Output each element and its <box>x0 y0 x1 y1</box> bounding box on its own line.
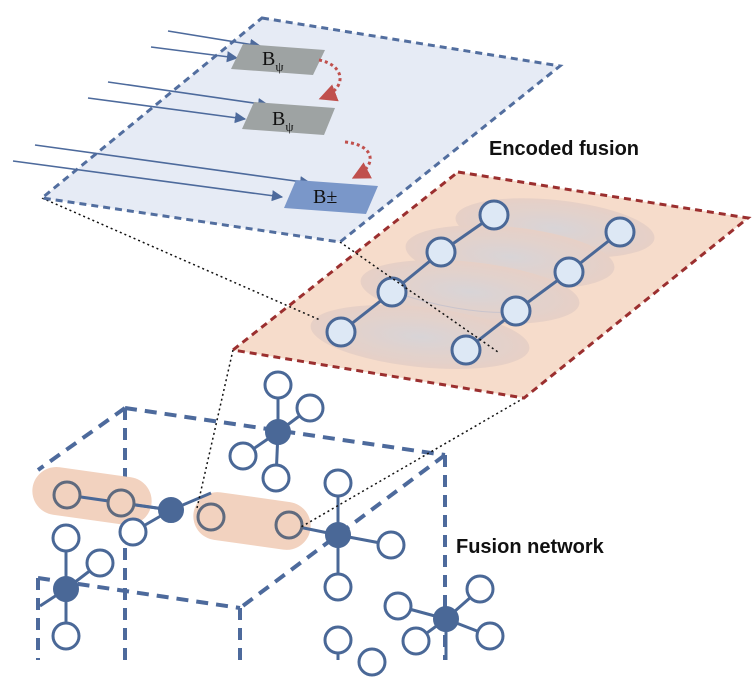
svg-text:Bψ: Bψ <box>272 108 293 134</box>
projection-lines-upper <box>41 197 499 353</box>
encoded-fusion-plane <box>229 170 752 400</box>
feedforward-arrows <box>318 58 372 179</box>
encoded-nodes <box>325 199 636 366</box>
input-arrows <box>12 30 312 202</box>
measurement-box-2: Bψ <box>242 102 335 135</box>
svg-text:B±: B± <box>313 186 337 208</box>
fusion-network-label: Fusion network <box>456 536 605 558</box>
projection-lines-lower <box>196 349 525 528</box>
measurement-box-1: Bψ <box>231 44 325 75</box>
network-center-nodes <box>53 419 459 632</box>
encoded-fusion-label: Encoded fusion <box>489 138 639 160</box>
measurement-plane: Bψ Bψ B± <box>12 16 564 244</box>
network-leaf-nodes <box>51 370 505 677</box>
svg-text:Bψ: Bψ <box>262 48 283 74</box>
measurement-box-3: B± <box>284 180 378 214</box>
fusion-network <box>32 370 505 677</box>
fused-nodes <box>52 480 304 540</box>
